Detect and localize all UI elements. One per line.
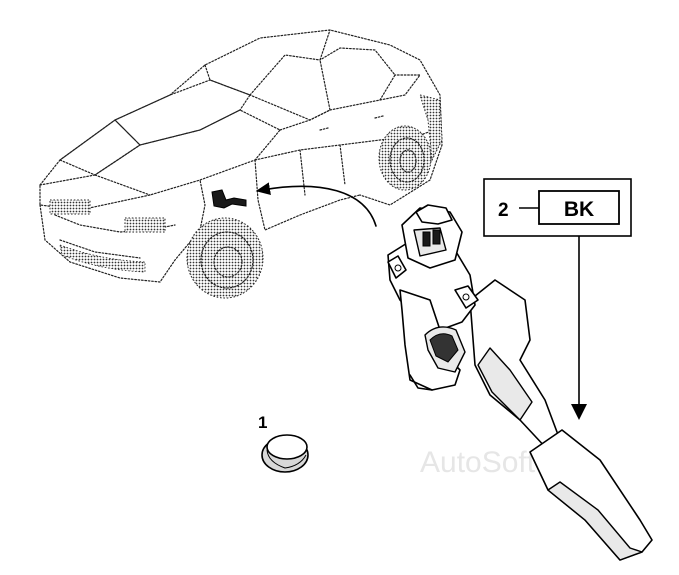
car-illustration: [39, 29, 443, 299]
pedal-location-marker: [211, 189, 247, 209]
connector-color-code: BK: [564, 198, 594, 221]
location-arrow: [255, 182, 377, 227]
callout-number-1: 1: [258, 413, 267, 432]
accelerator-pedal-assembly: [387, 204, 653, 561]
watermark-text: AutoSoft: [420, 446, 536, 479]
callout-number-2: 2: [498, 200, 509, 221]
callout-box: 2 BK: [483, 178, 632, 237]
grommet-part: [261, 434, 309, 473]
